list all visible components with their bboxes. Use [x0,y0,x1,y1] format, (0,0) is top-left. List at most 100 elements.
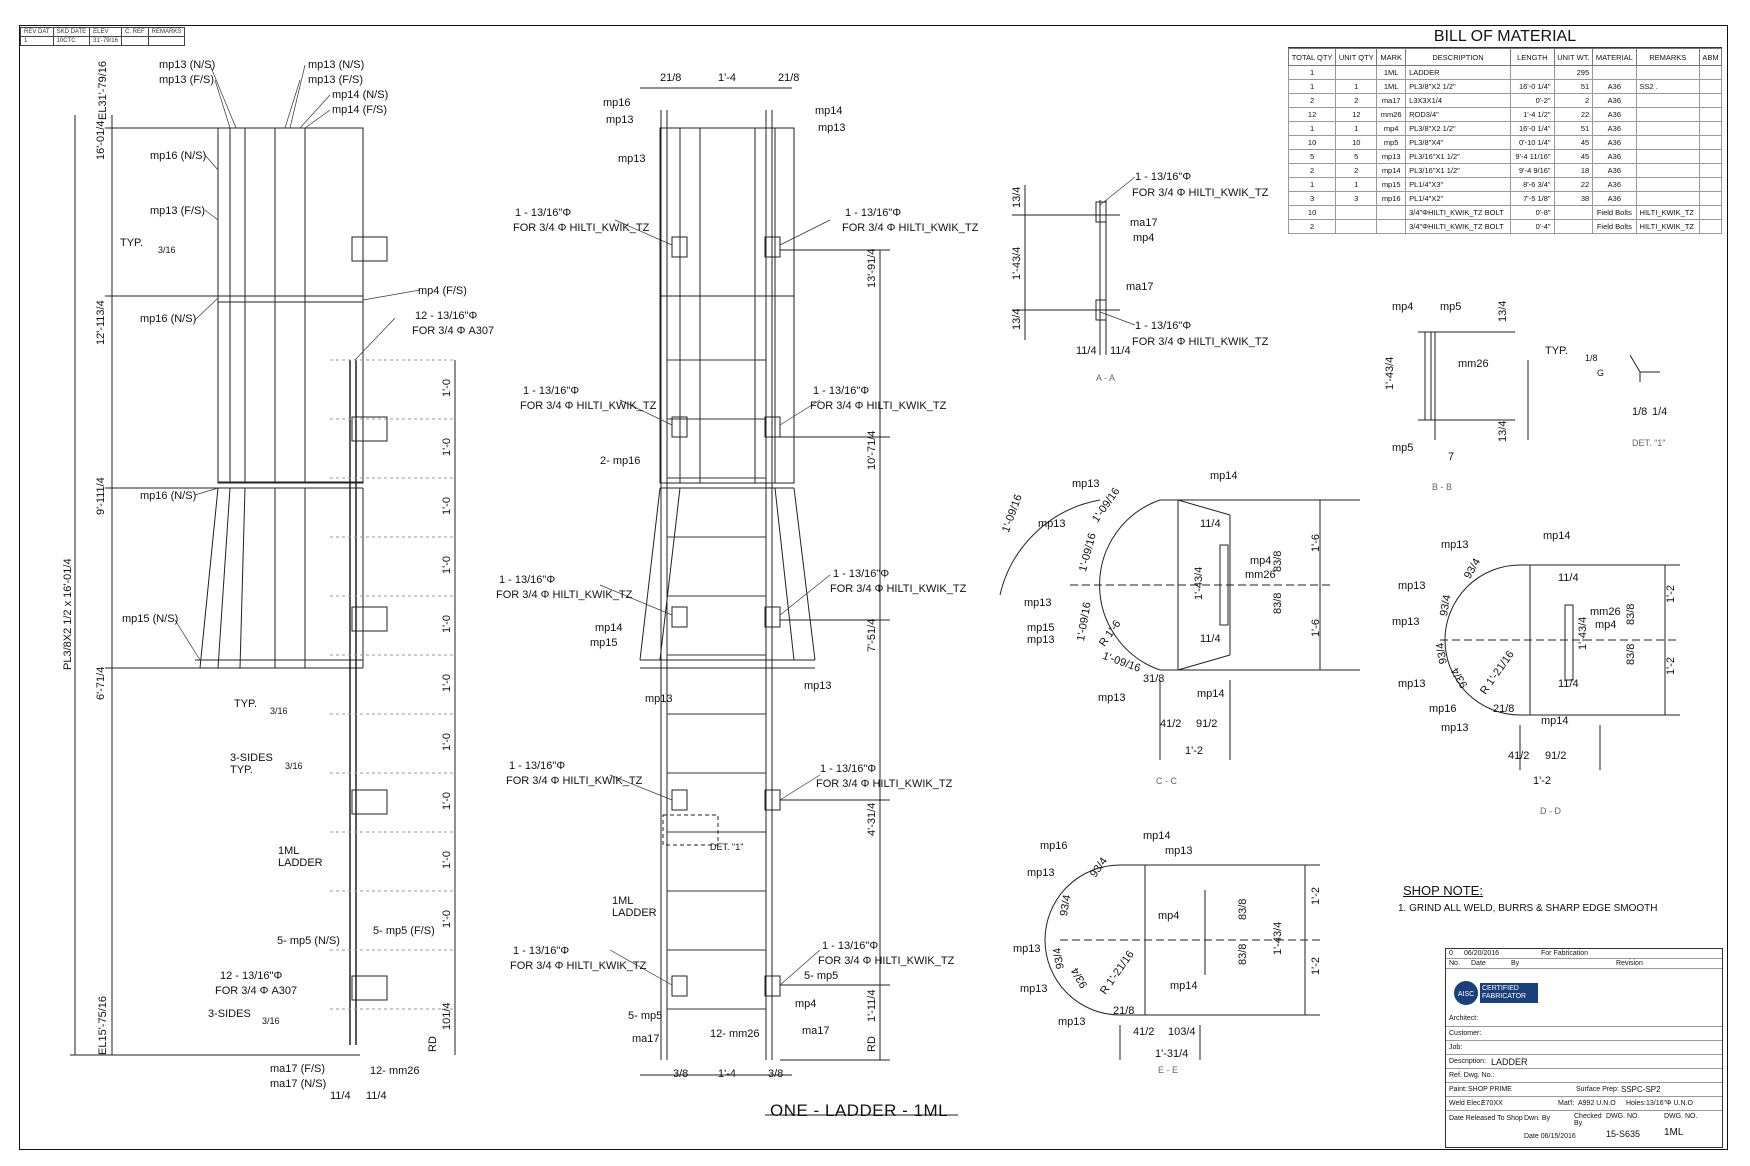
rev-value: 31'-79/16 [89,36,122,46]
bom-header: DESCRIPTION [1405,48,1511,66]
holes-value: 13/16"Φ U.N.O [1646,1100,1693,1107]
bom-cell [1635,149,1700,164]
bolt-callout: 1 - 13/16"Φ [833,568,890,580]
label: ma17 (N/S) [270,1078,327,1090]
bom-cell: 1ML [1376,65,1407,80]
label: mp15 (N/S) [122,613,179,625]
label: mp13 [618,153,646,165]
bom-cell: PL3/16"X1 1/2" [1405,149,1511,164]
bom-cell: 1 [1287,79,1337,94]
label: 1ML LADDER [612,895,657,919]
bom-cell: 16'-0 1/4" [1510,121,1555,136]
bom-cell: PL3/8"X2 1/2" [1405,121,1511,136]
bom-cell: 12 [1335,107,1378,122]
col-revision: Revision [1616,960,1643,967]
dwg-label: DWG. NO. [1664,1113,1698,1120]
bottom-dim: 1'-4 [718,1068,736,1080]
architect-label: Architect: [1449,1015,1479,1022]
dim: 1'-31/4 [1155,1048,1189,1060]
bom-cell: 2 [1335,93,1378,108]
bom-cell: 12 [1287,107,1337,122]
plate-callout: PL3/8X2 1/2 x 16'-01/4 [62,558,74,670]
bom-cell [1553,205,1594,220]
label: mp13 [1027,867,1055,879]
label: mp13 [1072,478,1100,490]
dim-12ft: 12'-113/4 [95,300,107,345]
bolt-callout: 1 - 13/16"Φ [822,940,879,952]
bom-cell [1635,121,1700,136]
bom-cell [1553,219,1594,234]
dim: 91/2 [1545,750,1567,762]
weld-value: E70XX [1481,1100,1503,1107]
bom-cell [1698,135,1723,150]
dim: 1'-2 [1665,657,1677,675]
dim: 31/8 [1143,673,1165,685]
bom-cell [1635,163,1700,178]
bolt-callout: 1 - 13/16"Φ [509,760,566,772]
rd-label: RD [427,1036,439,1052]
dim: 1/8 [1585,353,1598,363]
bom-cell: HILTI_KWIK_TZ [1635,205,1700,220]
top-dim: 21/8 [778,72,800,84]
label: mp13 (N/S) [308,59,365,71]
shop-note-line: 1. GRIND ALL WELD, BURRS & SHARP EDGE SM… [1398,903,1658,914]
label: TYP. [120,237,144,249]
label: ma17 (F/S) [270,1063,326,1075]
side-dim: 10'-71/4 [866,430,878,470]
bom-cell [1376,205,1407,220]
bom-cell: LADDER [1405,65,1511,80]
label: G [1597,368,1605,378]
label: 2- mp16 [600,455,641,467]
dim: 83/8 [1237,898,1249,920]
bom-cell: 10 [1287,205,1337,220]
weld-symbol: 3/16 [270,706,288,716]
label: ma17 [1126,281,1154,293]
label: mp14 [1170,980,1198,992]
bolt-for: FOR 3/4 Φ A307 [215,985,298,997]
dim: 11/4 [1110,345,1131,357]
label: 3-SIDES TYP. [230,752,273,776]
paint-label: Paint: [1449,1086,1467,1093]
description-label: Description: [1449,1058,1486,1065]
dim: 83/8 [1272,550,1284,572]
bom-cell: 1'-4 1/2" [1510,107,1555,122]
bom-cell: 51 [1553,121,1594,136]
side-dim: 13'-91/4 [866,248,878,288]
bom-cell: 9'-4 9/16" [1510,163,1555,178]
bom-header: UNIT QTY [1335,48,1378,66]
bom-cell [1510,65,1555,80]
bolt-for: FOR 3/4 Φ HILTI_KWIK_TZ [810,400,947,412]
svg-text:AISC: AISC [1458,991,1474,998]
bom-cell: SS2 . [1635,79,1700,94]
bolt-callout: 1 - 13/16"Φ [515,207,572,219]
bom-cell: mp16 [1376,191,1407,206]
col-no: No. [1449,960,1460,967]
dwg-no-label: DWG. NO. [1606,1113,1640,1120]
dim: 1'-2 [1185,745,1203,757]
section-title: A - A [1096,373,1116,383]
label: mp4 [1595,619,1617,631]
label: mp5 [1440,301,1462,313]
dim: 1'-43/4 [1011,246,1023,280]
paint-value: SHOP PRIME [1468,1086,1512,1093]
bom-cell: 10 [1335,135,1378,150]
bom-cell: 3 [1335,191,1378,206]
label: mp14 [1143,830,1171,842]
side-dim: 1'-11/4 [866,989,878,1022]
bom-cell: 2 [1553,93,1594,108]
dim: 21/8 [1493,703,1515,715]
shop-note-heading: SHOP NOTE: [1403,883,1483,898]
dim: 13/4 [1011,308,1023,330]
label: mm26 [1245,569,1276,581]
label: mp4 [1133,232,1155,244]
bolt-for: FOR 3/4 Φ HILTI_KWIK_TZ [496,589,633,601]
dim: 41/2 [1160,718,1182,730]
rev-value [147,36,186,46]
bom-cell: L3X3X1/4 [1405,93,1511,108]
dim: 1'-2 [1310,887,1322,905]
el-bottom-label: EL15'-75/16 [97,996,109,1055]
bom-cell [1698,107,1723,122]
